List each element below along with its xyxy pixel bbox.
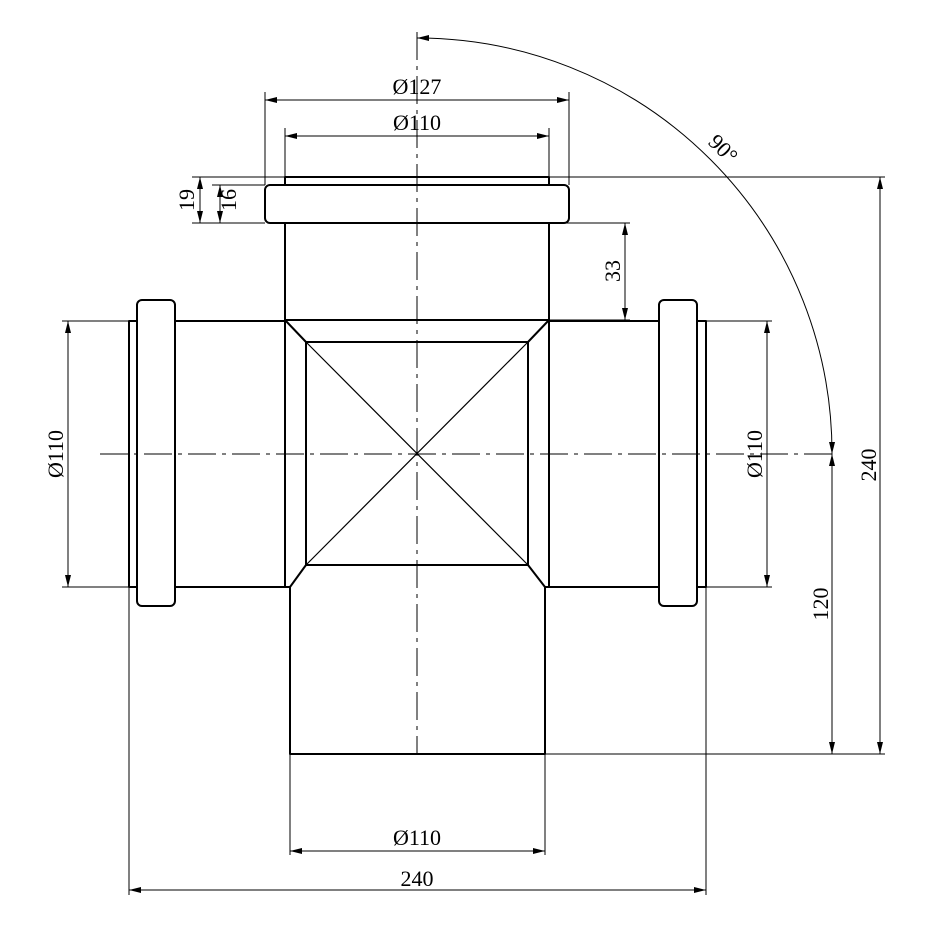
left-spigot-cap bbox=[128, 320, 137, 588]
dimension-lines bbox=[65, 35, 883, 893]
extension-lines bbox=[62, 92, 885, 895]
dim-angle: 90° bbox=[704, 129, 743, 168]
right-socket-ring bbox=[658, 299, 698, 607]
dim-bottom-diameter: Ø110 bbox=[393, 825, 441, 850]
dim-half-height: 120 bbox=[808, 588, 833, 621]
angle-arc bbox=[416, 35, 836, 455]
dim-top-pipe-diameter: Ø110 bbox=[393, 110, 441, 135]
dim-socket-19: 19 bbox=[174, 189, 199, 211]
left-pipe bbox=[176, 320, 290, 588]
dim-overall-width: 240 bbox=[401, 866, 434, 891]
left-socket-ring bbox=[136, 299, 176, 607]
dim-socket-depth: 33 bbox=[600, 260, 625, 282]
dim-right-diameter: Ø110 bbox=[742, 430, 767, 478]
dim-left-diameter: Ø110 bbox=[43, 430, 68, 478]
dim-socket-16: 16 bbox=[216, 189, 241, 211]
dim-top-socket-diameter: Ø127 bbox=[393, 74, 442, 99]
dim-overall-height: 240 bbox=[856, 449, 881, 482]
